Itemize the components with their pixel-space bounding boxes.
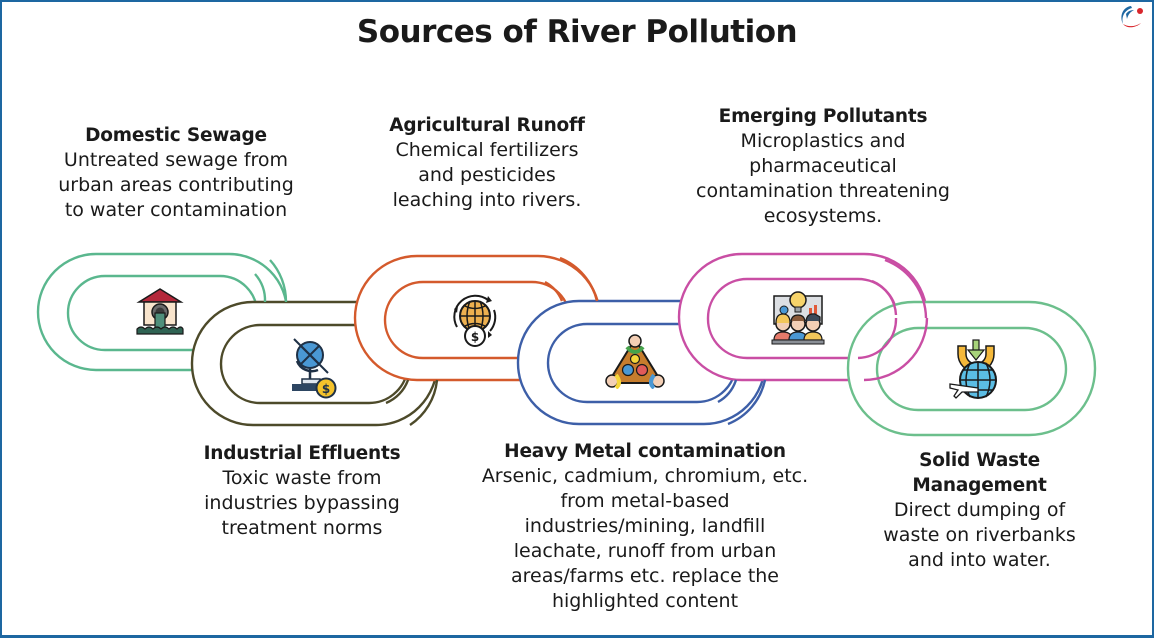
sewage-pipe-house-icon — [136, 288, 184, 335]
source-description-line: Untreated sewage from — [63, 149, 289, 171]
source-description-line: Chemical fertilizers — [395, 139, 579, 161]
group-presentation-icon — [771, 291, 825, 345]
source-description-line: ecosystems. — [763, 205, 883, 227]
source-description-line: contamination threatening — [696, 180, 950, 202]
globe-download-plane-icon — [949, 339, 997, 399]
source-heading: Domestic Sewage — [85, 125, 267, 146]
source-heading: Solid Waste — [919, 450, 1040, 471]
source-heading: Heavy Metal contamination — [504, 441, 786, 462]
source-heading: Emerging Pollutants — [718, 106, 928, 127]
source-description-line: from metal-based — [560, 490, 730, 512]
source-solid-waste-management: Solid Waste Management Direct dumping of… — [857, 448, 1102, 573]
source-description-line: Direct dumping of — [893, 499, 1066, 521]
svg-text:$: $ — [471, 330, 479, 344]
source-heavy-metal-contamination: Heavy Metal contamination Arsenic, cadmi… — [455, 439, 835, 614]
source-description-line: leaching into rivers. — [392, 189, 582, 211]
source-description-line: and into water. — [908, 549, 1051, 571]
source-description-line: and pesticides — [418, 164, 556, 186]
svg-text:$: $ — [322, 382, 330, 396]
source-description-line: pharmaceutical — [749, 155, 897, 177]
source-description-line: industries bypassing — [204, 492, 400, 514]
source-description-line: highlighted content — [551, 590, 739, 612]
source-agricultural-runoff: Agricultural Runoff Chemical fertilizers… — [362, 113, 612, 213]
source-emerging-pollutants: Emerging Pollutants Microplastics and ph… — [668, 104, 978, 229]
team-triangle-icon — [605, 334, 665, 389]
global-money-cycle-icon: $ — [453, 294, 497, 347]
source-description-line: industries/mining, landfill — [524, 515, 766, 537]
source-description-line: to water contamination — [64, 199, 288, 221]
source-heading: Industrial Effluents — [203, 443, 401, 464]
globe-dollar-icon: $ — [292, 338, 337, 399]
source-description-line: Microplastics and — [740, 130, 906, 152]
source-description-line: Arsenic, cadmium, chromium, etc. — [481, 465, 809, 487]
source-heading: Agricultural Runoff — [389, 115, 585, 136]
source-description-line: Toxic waste from — [222, 467, 382, 489]
source-description-line: urban areas contributing — [58, 174, 294, 196]
source-domestic-sewage: Domestic Sewage Untreated sewage from ur… — [26, 123, 326, 223]
source-industrial-effluents: Industrial Effluents Toxic waste from in… — [172, 441, 432, 541]
source-description-line: leachate, runoff from urban — [513, 540, 777, 562]
brand-logo-icon — [1121, 6, 1143, 28]
source-description-line: areas/farms etc. replace the — [510, 565, 779, 587]
source-heading: Management — [912, 475, 1047, 496]
source-description-line: treatment norms — [221, 517, 383, 539]
page-title: Sources of River Pollution — [356, 14, 798, 50]
source-description-line: waste on riverbanks — [883, 524, 1076, 546]
